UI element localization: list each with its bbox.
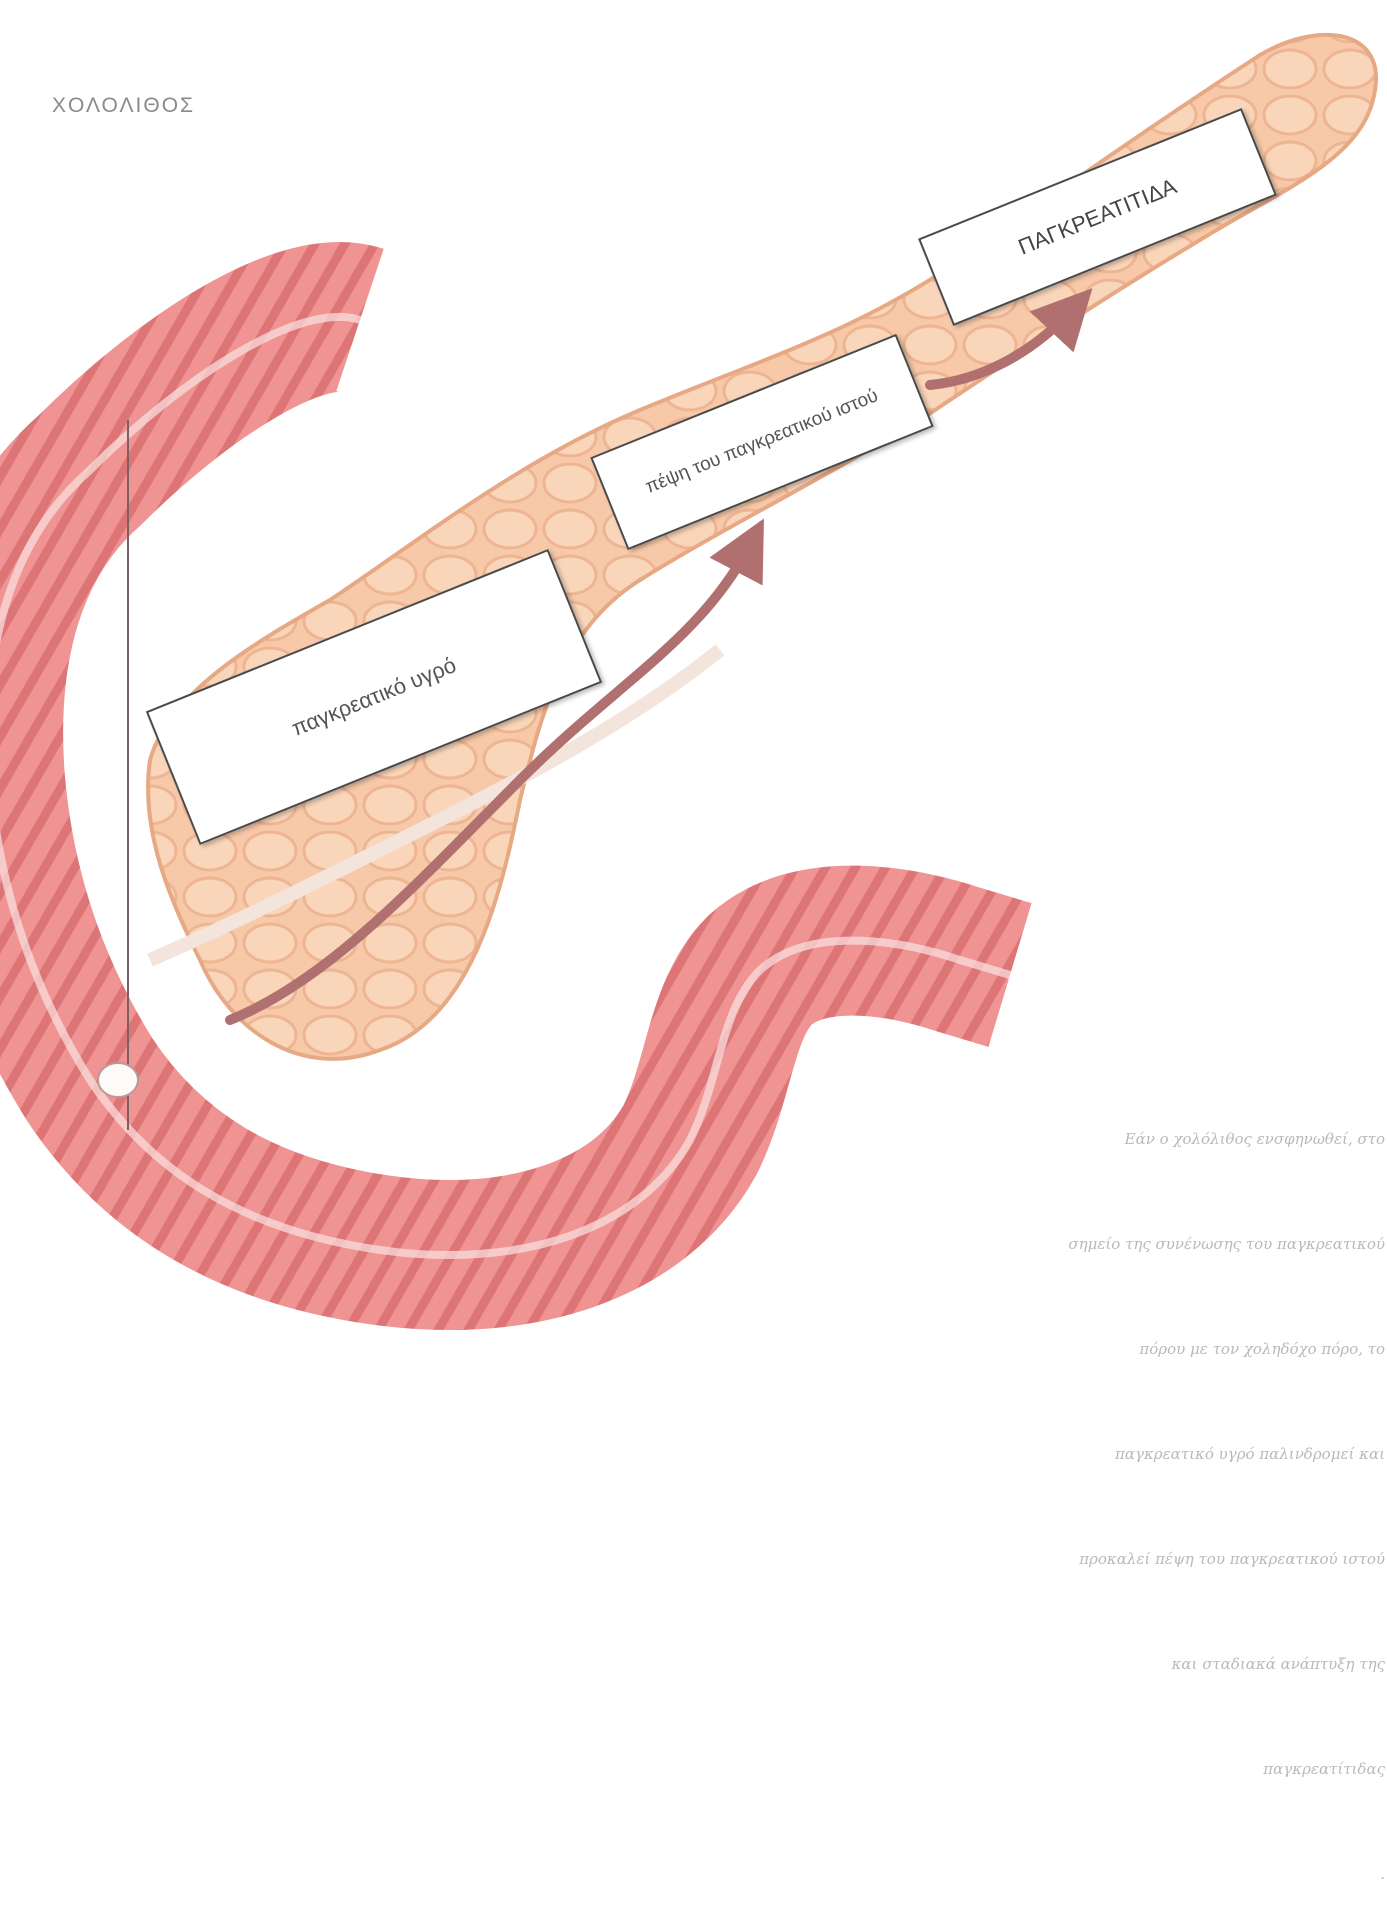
caption: Εάν ο χολόλιθος ενσφηνωθεί, στο σημείο τ… bbox=[930, 1052, 1385, 1927]
caption-line: και σταδιακά ανάπτυξη της bbox=[930, 1647, 1385, 1682]
caption-line: . bbox=[930, 1857, 1385, 1892]
caption-line: Εάν ο χολόλιθος ενσφηνωθεί, στο bbox=[930, 1122, 1385, 1157]
gallstone-title: ΧΟΛΟΛΙΘΟΣ bbox=[52, 94, 195, 118]
caption-line: παγκρεατίτιδας bbox=[930, 1752, 1385, 1787]
caption-line: παγκρεατικό υγρό παλινδρομεί και bbox=[930, 1437, 1385, 1472]
caption-line: πόρου με τον χοληδόχο πόρο, το bbox=[930, 1332, 1385, 1367]
caption-line: σημείο της συνένωσης του παγκρεατικού bbox=[930, 1227, 1385, 1262]
caption-line: προκαλεί πέψη του παγκρεατικού ιστού bbox=[930, 1542, 1385, 1577]
gallstone-icon bbox=[98, 1063, 138, 1097]
pancreatic-fluid-text: παγκρεατικό υγρό bbox=[288, 652, 460, 742]
